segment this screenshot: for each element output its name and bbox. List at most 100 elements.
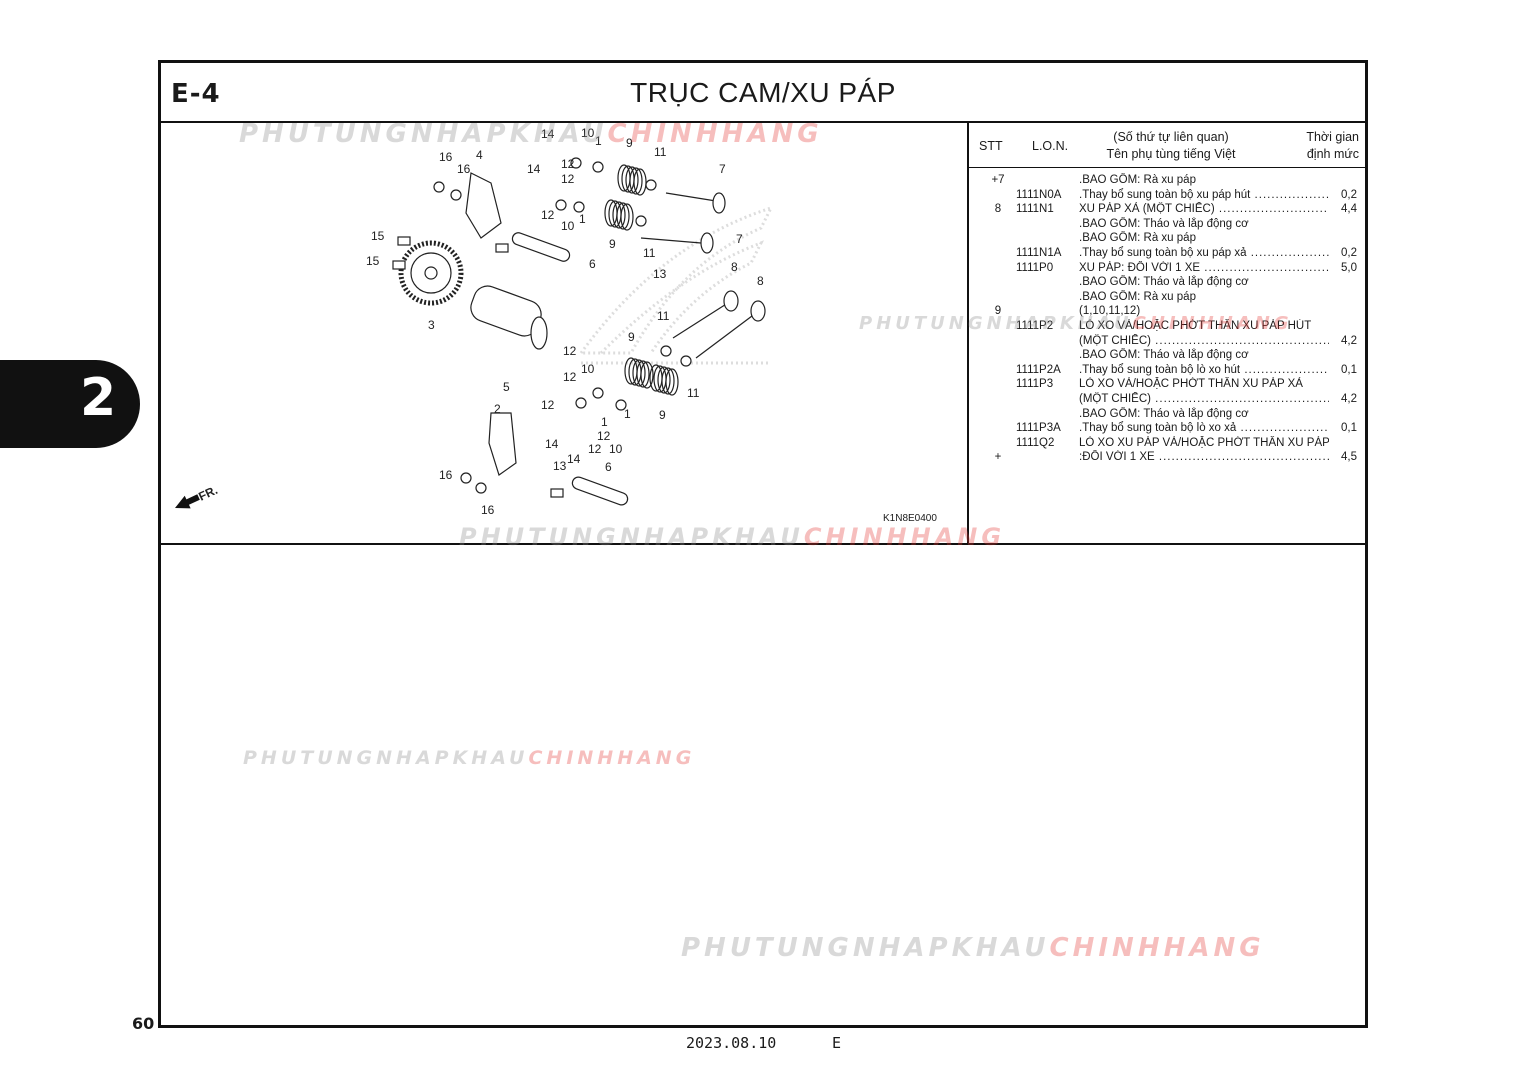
leader-dots: ........................................… — [1254, 188, 1329, 201]
part-callout: 8 — [731, 260, 738, 274]
row-value: 0,2 — [1341, 188, 1357, 201]
row-description: XU PÁP: ĐỐI VỚI 1 XE ...................… — [1079, 261, 1329, 275]
valve-spring — [629, 167, 643, 195]
part-callout: 13 — [653, 267, 667, 281]
chapter-number: 2 — [80, 368, 117, 428]
valve-spring — [661, 367, 675, 395]
header-standard-time: Thời gian định mức — [1306, 129, 1359, 163]
part-callout: 12 — [563, 344, 577, 358]
valve-retainer — [592, 161, 604, 173]
table-row: 1111P2 LÒ XO VÀ/HOẶC PHỚT THÂN XU PÁP HÚT — [969, 319, 1365, 333]
row-value: 0,1 — [1341, 363, 1357, 376]
valve-head — [723, 290, 739, 312]
table-row: .BAO GỒM: Tháo và lắp động cơ — [969, 275, 1365, 289]
drawing-number: K1N8E0400 — [883, 513, 937, 524]
valve-retainer — [680, 355, 692, 367]
row-stt: +7 — [991, 174, 1005, 186]
valve-retainer — [615, 399, 627, 411]
table-row: 1111P3A.Thay bổ sung toàn bộ lò xo xả ..… — [969, 421, 1365, 435]
valve-spring — [620, 203, 634, 231]
header-related-number: (Số thứ tự liên quan) — [1113, 130, 1229, 144]
part-callout: 10 — [581, 126, 595, 140]
part-callout: 12 — [588, 442, 602, 456]
part-callout: 14 — [545, 437, 559, 451]
valve-spring — [636, 360, 650, 388]
row-value: 0,1 — [1341, 422, 1357, 435]
nut — [475, 482, 487, 494]
camshaft-bearing — [530, 316, 548, 350]
part-callout: 14 — [527, 162, 541, 176]
row-description: .Thay bổ sung toàn bộ xu páp xả ........… — [1079, 246, 1329, 260]
row-lon: 1111N1A — [1016, 247, 1062, 259]
part-callout: 7 — [736, 232, 743, 246]
valve-spring — [665, 368, 679, 396]
nut — [460, 472, 472, 484]
row-lon: 1111P2 — [1016, 320, 1054, 332]
header-part-name: (Số thứ tự liên quan) Tên phụ tùng tiếng… — [1089, 129, 1253, 163]
bolt — [397, 236, 411, 246]
row-stt: 8 — [994, 203, 1002, 216]
nut — [433, 181, 445, 193]
row-description: :ĐỐI VỚI 1 XE ..........................… — [1079, 450, 1329, 464]
header-time-line1: Thời gian — [1306, 130, 1359, 144]
leader-dots: ........................................… — [1155, 393, 1329, 405]
leader-dots: ........................................… — [1244, 363, 1329, 376]
row-description: .BAO GỒM: Tháo và lắp động cơ — [1079, 349, 1249, 362]
part-callout: 6 — [589, 257, 596, 271]
front-arrow-label: FR. — [196, 483, 219, 504]
part-callout: 2 — [494, 402, 501, 416]
row-description: .BAO GỒM: Rà xu páp — [1079, 290, 1196, 303]
table-row: .BAO GỒM: Rà xu páp — [969, 231, 1365, 245]
valve-retainer — [635, 215, 647, 227]
part-callout: 1 — [601, 415, 608, 429]
part-callout: 10 — [561, 219, 575, 233]
row-description: .BAO GỒM: Tháo và lắp động cơ — [1079, 276, 1249, 289]
table-row: .BAO GỒM: Tháo và lắp động cơ — [969, 407, 1365, 421]
table-row: +:ĐỐI VỚI 1 XE .........................… — [969, 450, 1365, 464]
part-callout: 16 — [457, 162, 471, 176]
watermark: PHUTUNGNHAPKHAUCHINHHANG — [243, 747, 696, 769]
part-callout: 8 — [757, 274, 764, 288]
part-callout: 10 — [609, 442, 623, 456]
row-description: .BAO GỒM: Rà xu páp — [1079, 174, 1196, 186]
valve-retainer — [575, 397, 587, 409]
watermark: PHUTUNGNHAPKHAUCHINHHANG — [239, 119, 823, 149]
valve-head — [712, 192, 726, 214]
chapter-tab: 2 — [0, 360, 140, 448]
leader-dots: ........................................… — [1218, 203, 1329, 216]
table-row: .BAO GỒM: Tháo và lắp động cơ — [969, 348, 1365, 362]
rocker-arm-upper — [465, 172, 502, 239]
header-time-line2: định mức — [1306, 147, 1359, 161]
header-lon: L.O.N. — [1032, 139, 1069, 153]
table-row: 9(1,10,11,12) — [969, 304, 1365, 318]
valve-spring — [633, 168, 647, 196]
rocker-arm-lower — [488, 412, 517, 476]
part-callout: 9 — [626, 136, 633, 150]
valve-retainer — [660, 345, 672, 357]
leader-dots: ........................................… — [1158, 451, 1329, 464]
part-callout: 12 — [561, 172, 575, 186]
row-value: 4,5 — [1341, 451, 1357, 464]
row-lon: 1111N0A — [1016, 188, 1062, 201]
table-row: .BAO GỒM: Rà xu páp — [969, 290, 1365, 304]
row-description: (MỘT CHIẾC) ............................… — [1079, 392, 1329, 406]
row-description: LÒ XO XU PÁP VÀ/HOẶC PHỚT THÂN XU PÁP — [1079, 436, 1329, 449]
row-value: 4,4 — [1341, 203, 1357, 216]
valve-retainer — [555, 199, 567, 211]
part-callout: 13 — [553, 459, 567, 473]
valve-spring — [612, 201, 626, 229]
table-header: STT L.O.N. (Số thứ tự liên quan) Tên phụ… — [969, 123, 1365, 168]
valve-stem — [640, 237, 702, 244]
exploded-view-drawing: 1111234566778899991010101011111111121212… — [175, 126, 774, 517]
part-callout: 7 — [719, 162, 726, 176]
footer-date: 2023.08.10 — [686, 1034, 777, 1052]
part-callout: 1 — [579, 212, 586, 226]
row-description: .Thay bổ sung toàn bộ lò xo xả .........… — [1079, 421, 1329, 435]
row-description: .BAO GỒM: Tháo và lắp động cơ — [1079, 407, 1249, 420]
row-description: LÒ XO VÀ/HOẶC PHỚT THÂN XU PÁP HÚT — [1079, 320, 1312, 332]
rocker-shaft-upper — [511, 232, 571, 262]
table-row: 1111N0A.Thay bổ sung toàn bộ xu páp hút … — [969, 188, 1365, 202]
bolt — [495, 243, 509, 253]
valve-retainer — [570, 157, 582, 169]
table-row: (MỘT CHIẾC) ............................… — [969, 392, 1365, 406]
